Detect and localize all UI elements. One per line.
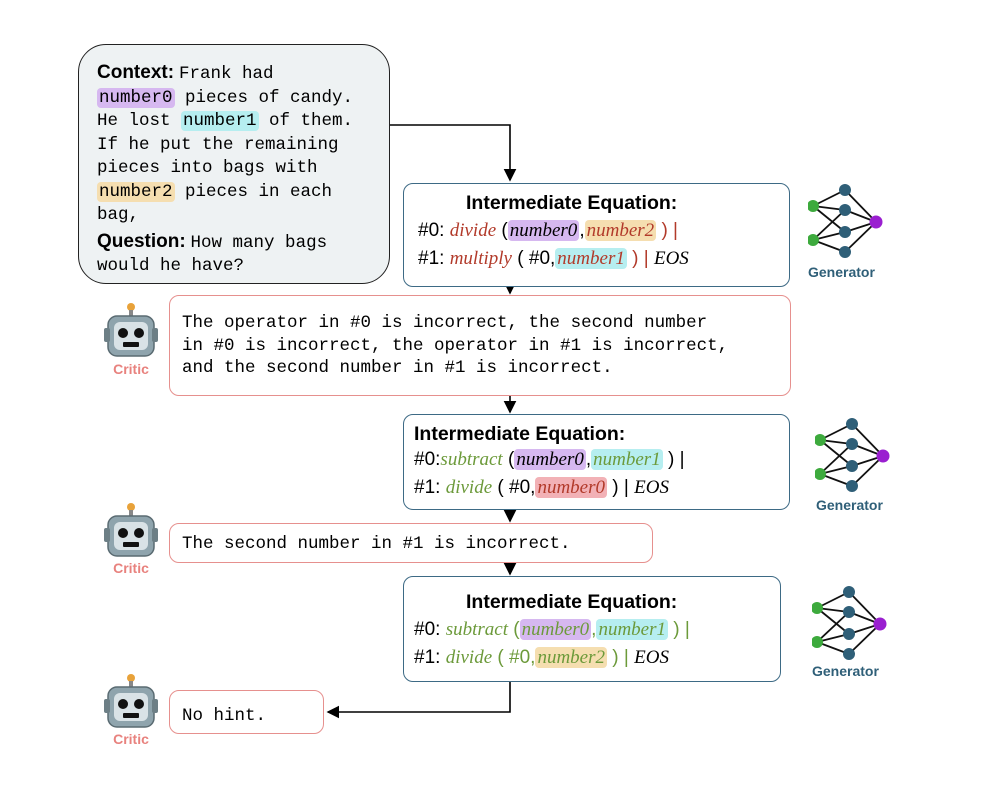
context-line-2b: of them. bbox=[258, 111, 354, 131]
robot-icon bbox=[104, 503, 158, 557]
step-prefix: #1: bbox=[414, 647, 441, 668]
robot-icon bbox=[104, 674, 158, 728]
arg-number0: number0 bbox=[507, 220, 580, 241]
paren-close: ) | bbox=[673, 619, 690, 640]
arg-ref: ( #0, bbox=[497, 647, 536, 668]
arg-number0: number0 bbox=[535, 477, 608, 498]
generator-label: Generator bbox=[808, 264, 875, 280]
equation-line-0: #0: subtract (number0,number1 ) | bbox=[414, 619, 690, 641]
arrow-eq3-to-critic3 bbox=[326, 682, 511, 719]
equation-title: Intermediate Equation: bbox=[466, 192, 678, 214]
context-label: Context: bbox=[97, 62, 175, 83]
generator-network-icon bbox=[815, 418, 890, 492]
equation-line-0: #0: divide (number0,number2 ) | bbox=[418, 220, 678, 242]
context-line-6: bag, bbox=[97, 205, 140, 225]
number0-tag: number0 bbox=[97, 87, 175, 108]
step-prefix: #1: bbox=[414, 477, 441, 498]
critic-label: Critic bbox=[113, 560, 149, 576]
arg-number1: number1 bbox=[555, 248, 627, 269]
context-line-3: If he put the remaining bbox=[97, 134, 339, 155]
step-prefix: #0: bbox=[414, 449, 441, 470]
operator-multiply: multiply bbox=[449, 248, 512, 269]
context-box: Context: Frank had number0 pieces of can… bbox=[78, 44, 390, 284]
generator-label: Generator bbox=[812, 663, 879, 679]
critic-label: Critic bbox=[113, 731, 149, 747]
comma: , bbox=[591, 619, 597, 640]
eos-token: EOS bbox=[634, 647, 669, 668]
arg-number0: number0 bbox=[514, 449, 586, 470]
paren-close: ) | bbox=[668, 449, 685, 470]
critic-feedback-box-1: The operator in #0 is incorrect, the sec… bbox=[169, 295, 791, 396]
equation-title: Intermediate Equation: bbox=[414, 423, 626, 445]
paren-close: ) | bbox=[612, 647, 629, 668]
critic-label: Critic bbox=[113, 361, 149, 377]
critic-feedback-box-3: No hint. bbox=[169, 690, 324, 734]
critic-line-1: in #0 is incorrect, the operator in #1 i… bbox=[182, 335, 729, 356]
paren-open: ( bbox=[501, 220, 508, 241]
comma: , bbox=[579, 220, 585, 241]
generator-network-icon bbox=[808, 184, 883, 258]
arg-number2: number2 bbox=[584, 220, 657, 241]
step-prefix: #1: bbox=[418, 248, 445, 269]
operator-subtract: subtract bbox=[440, 449, 503, 470]
number2-tag: number2 bbox=[97, 181, 175, 202]
equation-title: Intermediate Equation: bbox=[466, 591, 678, 613]
operator-divide: divide bbox=[445, 647, 493, 668]
critic-line-0: The operator in #0 is incorrect, the sec… bbox=[182, 313, 708, 333]
context-line-4: pieces into bags with bbox=[97, 158, 318, 178]
context-line-5: pieces in each bbox=[174, 181, 333, 202]
question-text-1: How many bags bbox=[190, 232, 328, 253]
paren-close: ) | bbox=[661, 220, 678, 241]
equation-line-1: #1: divide ( #0,number0 ) | EOS bbox=[414, 477, 669, 499]
arg-number1: number1 bbox=[596, 619, 668, 640]
step-prefix: #0: bbox=[418, 220, 445, 241]
question-text-2: would he have? bbox=[97, 256, 245, 276]
operator-divide: divide bbox=[445, 477, 493, 498]
paren-close: ) | bbox=[632, 248, 649, 269]
arg-ref: ( #0, bbox=[517, 248, 556, 269]
eos-token: EOS bbox=[634, 477, 669, 498]
operator-divide: divide bbox=[449, 220, 497, 241]
arg-number2: number2 bbox=[535, 647, 608, 668]
generator-network-icon bbox=[812, 586, 887, 660]
arg-number0: number0 bbox=[519, 619, 592, 640]
context-line-0: Frank had bbox=[178, 64, 274, 84]
critic-text: No hint. bbox=[182, 706, 267, 726]
equation-line-0: #0:subtract (number0,number1 ) | bbox=[414, 449, 685, 471]
context-line-1: pieces of candy. bbox=[174, 87, 354, 108]
eos-token: EOS bbox=[653, 248, 689, 269]
equation-line-1: #1: divide ( #0,number2 ) | EOS bbox=[414, 647, 669, 669]
arg-number1: number1 bbox=[591, 449, 663, 470]
step-prefix: #0: bbox=[414, 619, 441, 640]
operator-subtract: subtract bbox=[445, 619, 508, 640]
paren-open: ( bbox=[507, 449, 515, 470]
generator-label: Generator bbox=[816, 497, 883, 513]
paren-close: ) | bbox=[612, 477, 629, 498]
critic-feedback-box-2: The second number in #1 is incorrect. bbox=[169, 523, 653, 563]
arrow-context-to-eq1 bbox=[390, 124, 517, 182]
equation-box-1: Intermediate Equation: #0: divide (numbe… bbox=[403, 183, 790, 287]
arg-ref: ( #0, bbox=[497, 477, 536, 498]
comma: , bbox=[585, 449, 592, 470]
equation-box-2: Intermediate Equation: #0:subtract (numb… bbox=[403, 414, 790, 510]
robot-icon bbox=[104, 303, 158, 357]
critic-text: The second number in #1 is incorrect. bbox=[182, 534, 571, 554]
equation-box-3: Intermediate Equation: #0: subtract (num… bbox=[403, 576, 781, 682]
equation-line-1: #1: multiply ( #0,number1 ) | EOS bbox=[418, 248, 689, 270]
number1-tag: number1 bbox=[181, 111, 259, 131]
context-line-2a: He lost bbox=[97, 111, 182, 131]
paren-open: ( bbox=[513, 619, 520, 640]
question-label: Question: bbox=[97, 230, 186, 252]
critic-line-2: and the second number in #1 is incorrect… bbox=[182, 358, 613, 378]
